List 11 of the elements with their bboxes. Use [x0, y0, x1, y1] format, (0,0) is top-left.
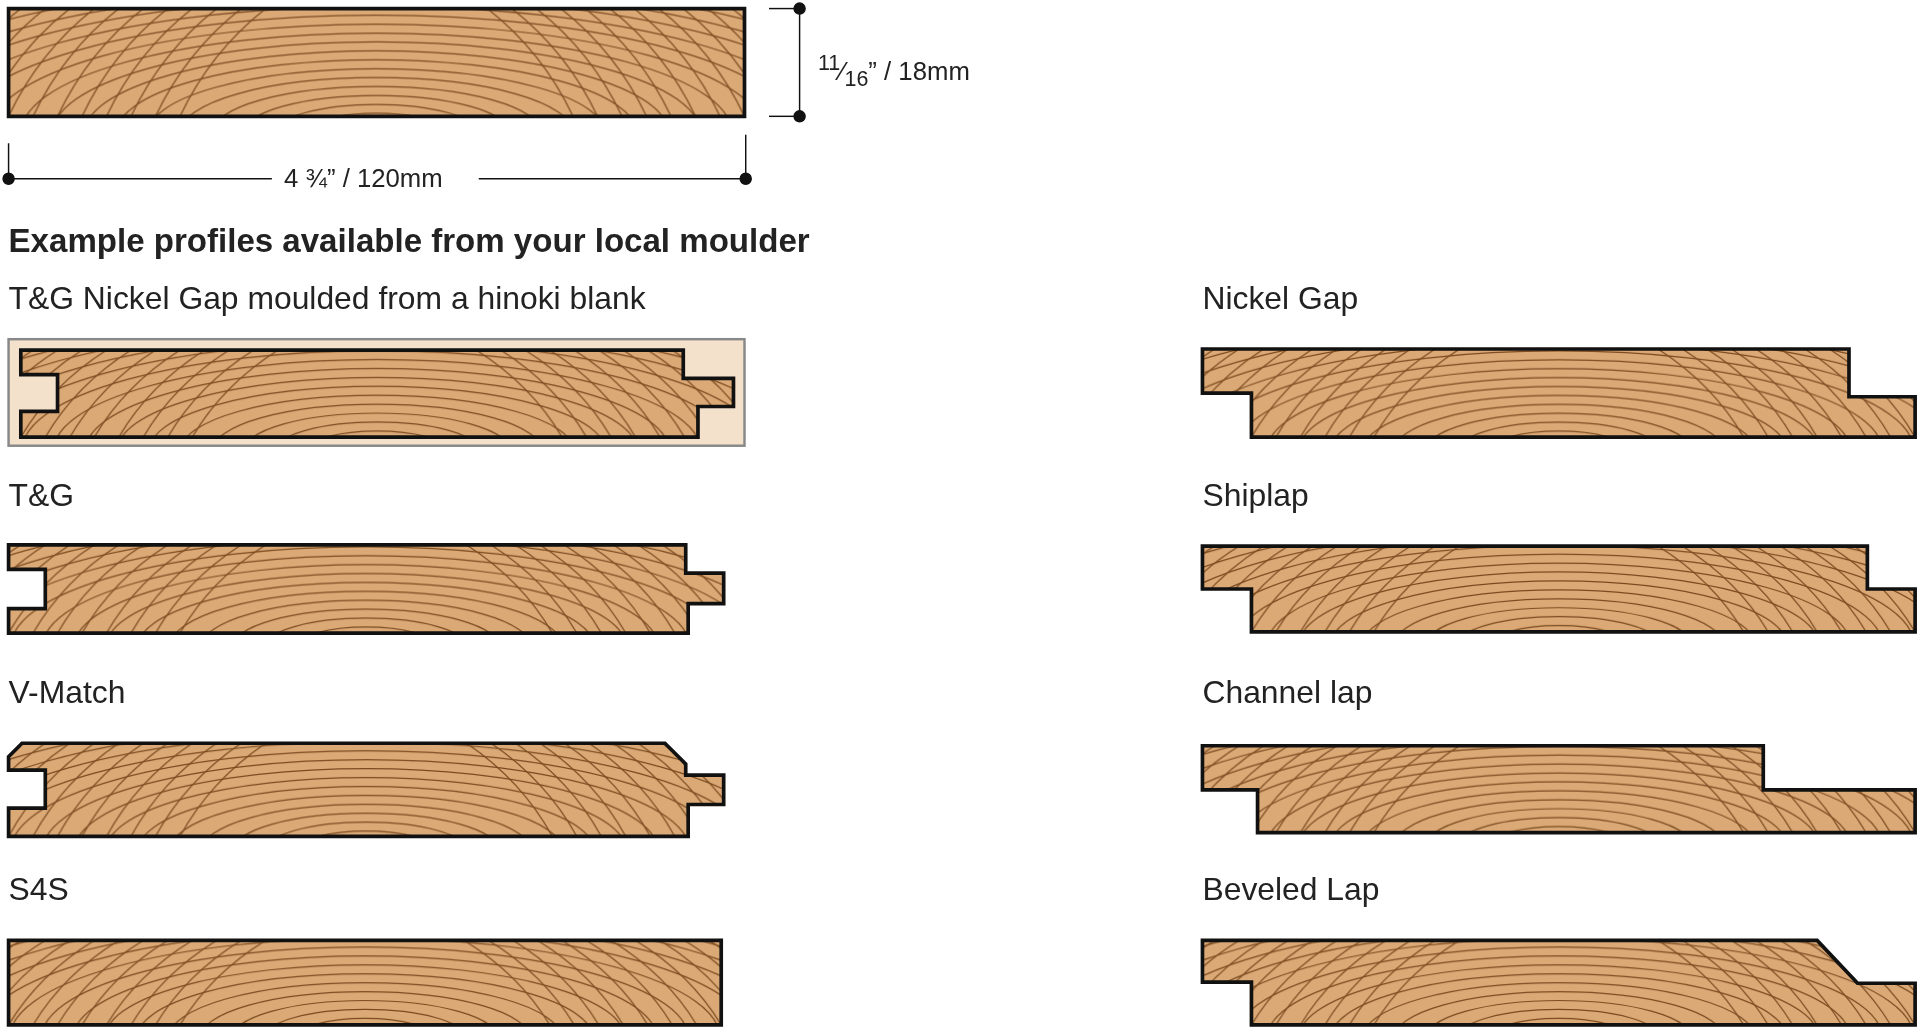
- dimension-label: $^{11}$⁄$_{16}$” / 18mm: [817, 49, 970, 93]
- profile-name: Channel lap: [1202, 673, 1373, 711]
- profile-name: T&G: [8, 476, 74, 514]
- profile-name: V-Match: [8, 673, 126, 711]
- profile-name: Nickel Gap: [1202, 279, 1359, 316]
- profile-name: Beveled Lap: [1202, 870, 1380, 908]
- section-heading: Example profiles available from your local moulder: [8, 221, 810, 261]
- profile-name: S4S: [8, 870, 69, 908]
- dimension-label: 4 ¾” / 120mm: [284, 163, 443, 195]
- profile-name: Shiplap: [1202, 476, 1309, 514]
- profile-name: T&G Nickel Gap moulded from a hinoki blank: [8, 279, 646, 316]
